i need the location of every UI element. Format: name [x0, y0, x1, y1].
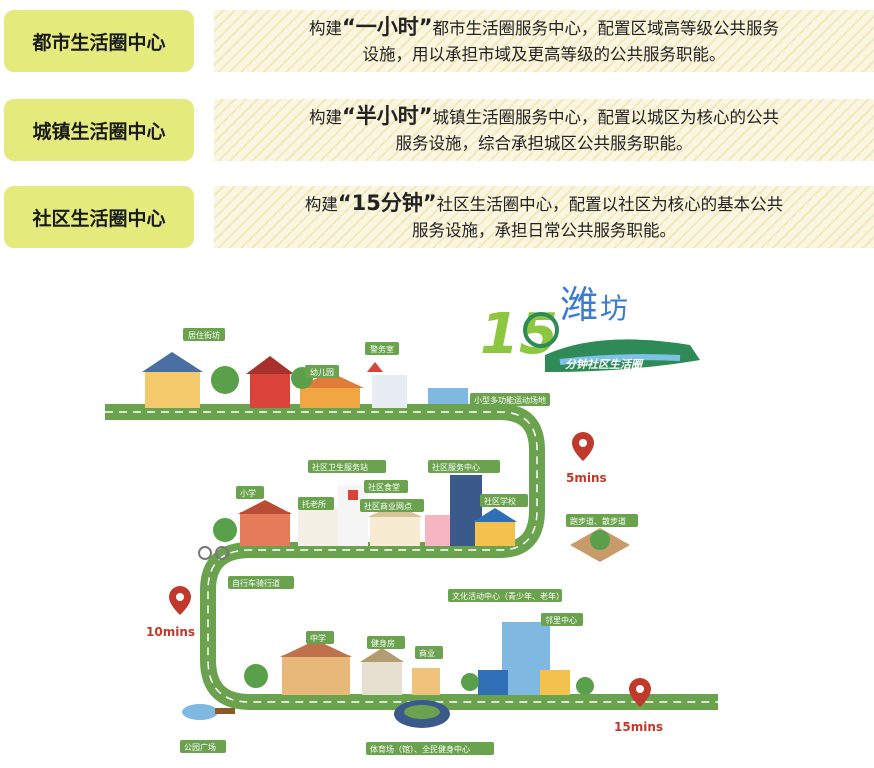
label-middle: 中学 [310, 633, 326, 643]
tier-title: 社区生活圈中心 [4, 186, 194, 248]
tier-row-town: 城镇生活圈中心 构建“半小时”城镇生活圈服务中心，配置以城区为核心的公共 服务设… [0, 99, 874, 165]
label-walkway: 跑步道、散步道 [570, 516, 626, 526]
label-gym: 健身房 [371, 638, 395, 648]
tier-description: 构建“半小时”城镇生活圈服务中心，配置以城区为核心的公共 服务设施，综合承担城区… [214, 99, 874, 161]
time-emphasis: “一小时” [341, 15, 433, 39]
label-primary: 小学 [240, 488, 256, 498]
label-canteen: 社区食堂 [368, 482, 400, 492]
label-service: 社区服务中心 [432, 462, 480, 472]
tier-title: 城镇生活圈中心 [4, 99, 194, 161]
label-kindergarten: 幼儿园 [310, 367, 334, 377]
label-clinic: 社区卫生服务站 [312, 462, 368, 472]
tier-description: 构建“一小时”都市生活圈服务中心，配置区域高等级公共服务 设施，用以承担市域及更… [214, 10, 874, 72]
label-police: 警务室 [370, 344, 394, 354]
time-emphasis: “半小时” [341, 104, 433, 128]
marker-10mins: 10mins [146, 625, 195, 639]
tier-description: 构建“15分钟”社区生活圈中心，配置以社区为核心的基本公共 服务设施，承担日常公… [214, 186, 874, 248]
district-buildings [244, 622, 594, 695]
location-pin-icon [572, 432, 594, 461]
green-road [105, 404, 718, 710]
location-pin-icon [629, 678, 651, 707]
residential-buildings [142, 352, 468, 408]
label-stadium: 体育场（馆）、全民健身中心 [370, 744, 470, 754]
label-commerce: 社区商业网点 [364, 501, 412, 511]
label-bike: 自行车骑行道 [232, 578, 280, 588]
marker-15mins: 15mins [614, 720, 663, 734]
community-circle-illustration: 15 潍 坊 分钟社区生活圈 居住街坊 幼儿园 警务室 小型多功能运动场地 5m… [105, 283, 718, 755]
logo-city-char1: 潍 [560, 283, 598, 327]
marker-5mins: 5mins [566, 471, 607, 485]
shield-icon [367, 362, 383, 372]
tier-row-community: 社区生活圈中心 构建“15分钟”社区生活圈中心，配置以社区为核心的基本公共 服务… [0, 186, 874, 252]
weifang-logo: 15 潍 坊 分钟社区生活圈 [480, 283, 700, 372]
label-residential: 居住街坊 [188, 330, 220, 340]
label-sports: 小型多功能运动场地 [474, 395, 546, 405]
label-neighbor: 邻里中心 [545, 615, 577, 625]
location-pin-icon [169, 586, 191, 615]
time-emphasis: “15分钟” [337, 191, 437, 215]
medical-cross-icon [348, 490, 358, 500]
park-fountain-icon [182, 704, 235, 720]
logo-number: 15 [480, 302, 558, 367]
stadium-icon [394, 700, 450, 728]
tier-row-metro: 都市生活圈中心 构建“一小时”都市生活圈服务中心，配置区域高等级公共服务 设施，… [0, 10, 874, 76]
logo-city-char2: 坊 [600, 292, 628, 325]
label-business: 商业 [419, 648, 435, 658]
bicycle-icon [198, 546, 229, 560]
label-culture: 文化活动中心（青少年、老年） [452, 591, 564, 601]
tier-title: 都市生活圈中心 [4, 10, 194, 72]
label-daycare: 托老所 [302, 499, 326, 509]
label-school: 社区学校 [484, 496, 516, 506]
label-park: 公园广场 [184, 742, 216, 752]
logo-tagline: 分钟社区生活圈 [565, 358, 644, 371]
community-buildings [213, 475, 517, 546]
